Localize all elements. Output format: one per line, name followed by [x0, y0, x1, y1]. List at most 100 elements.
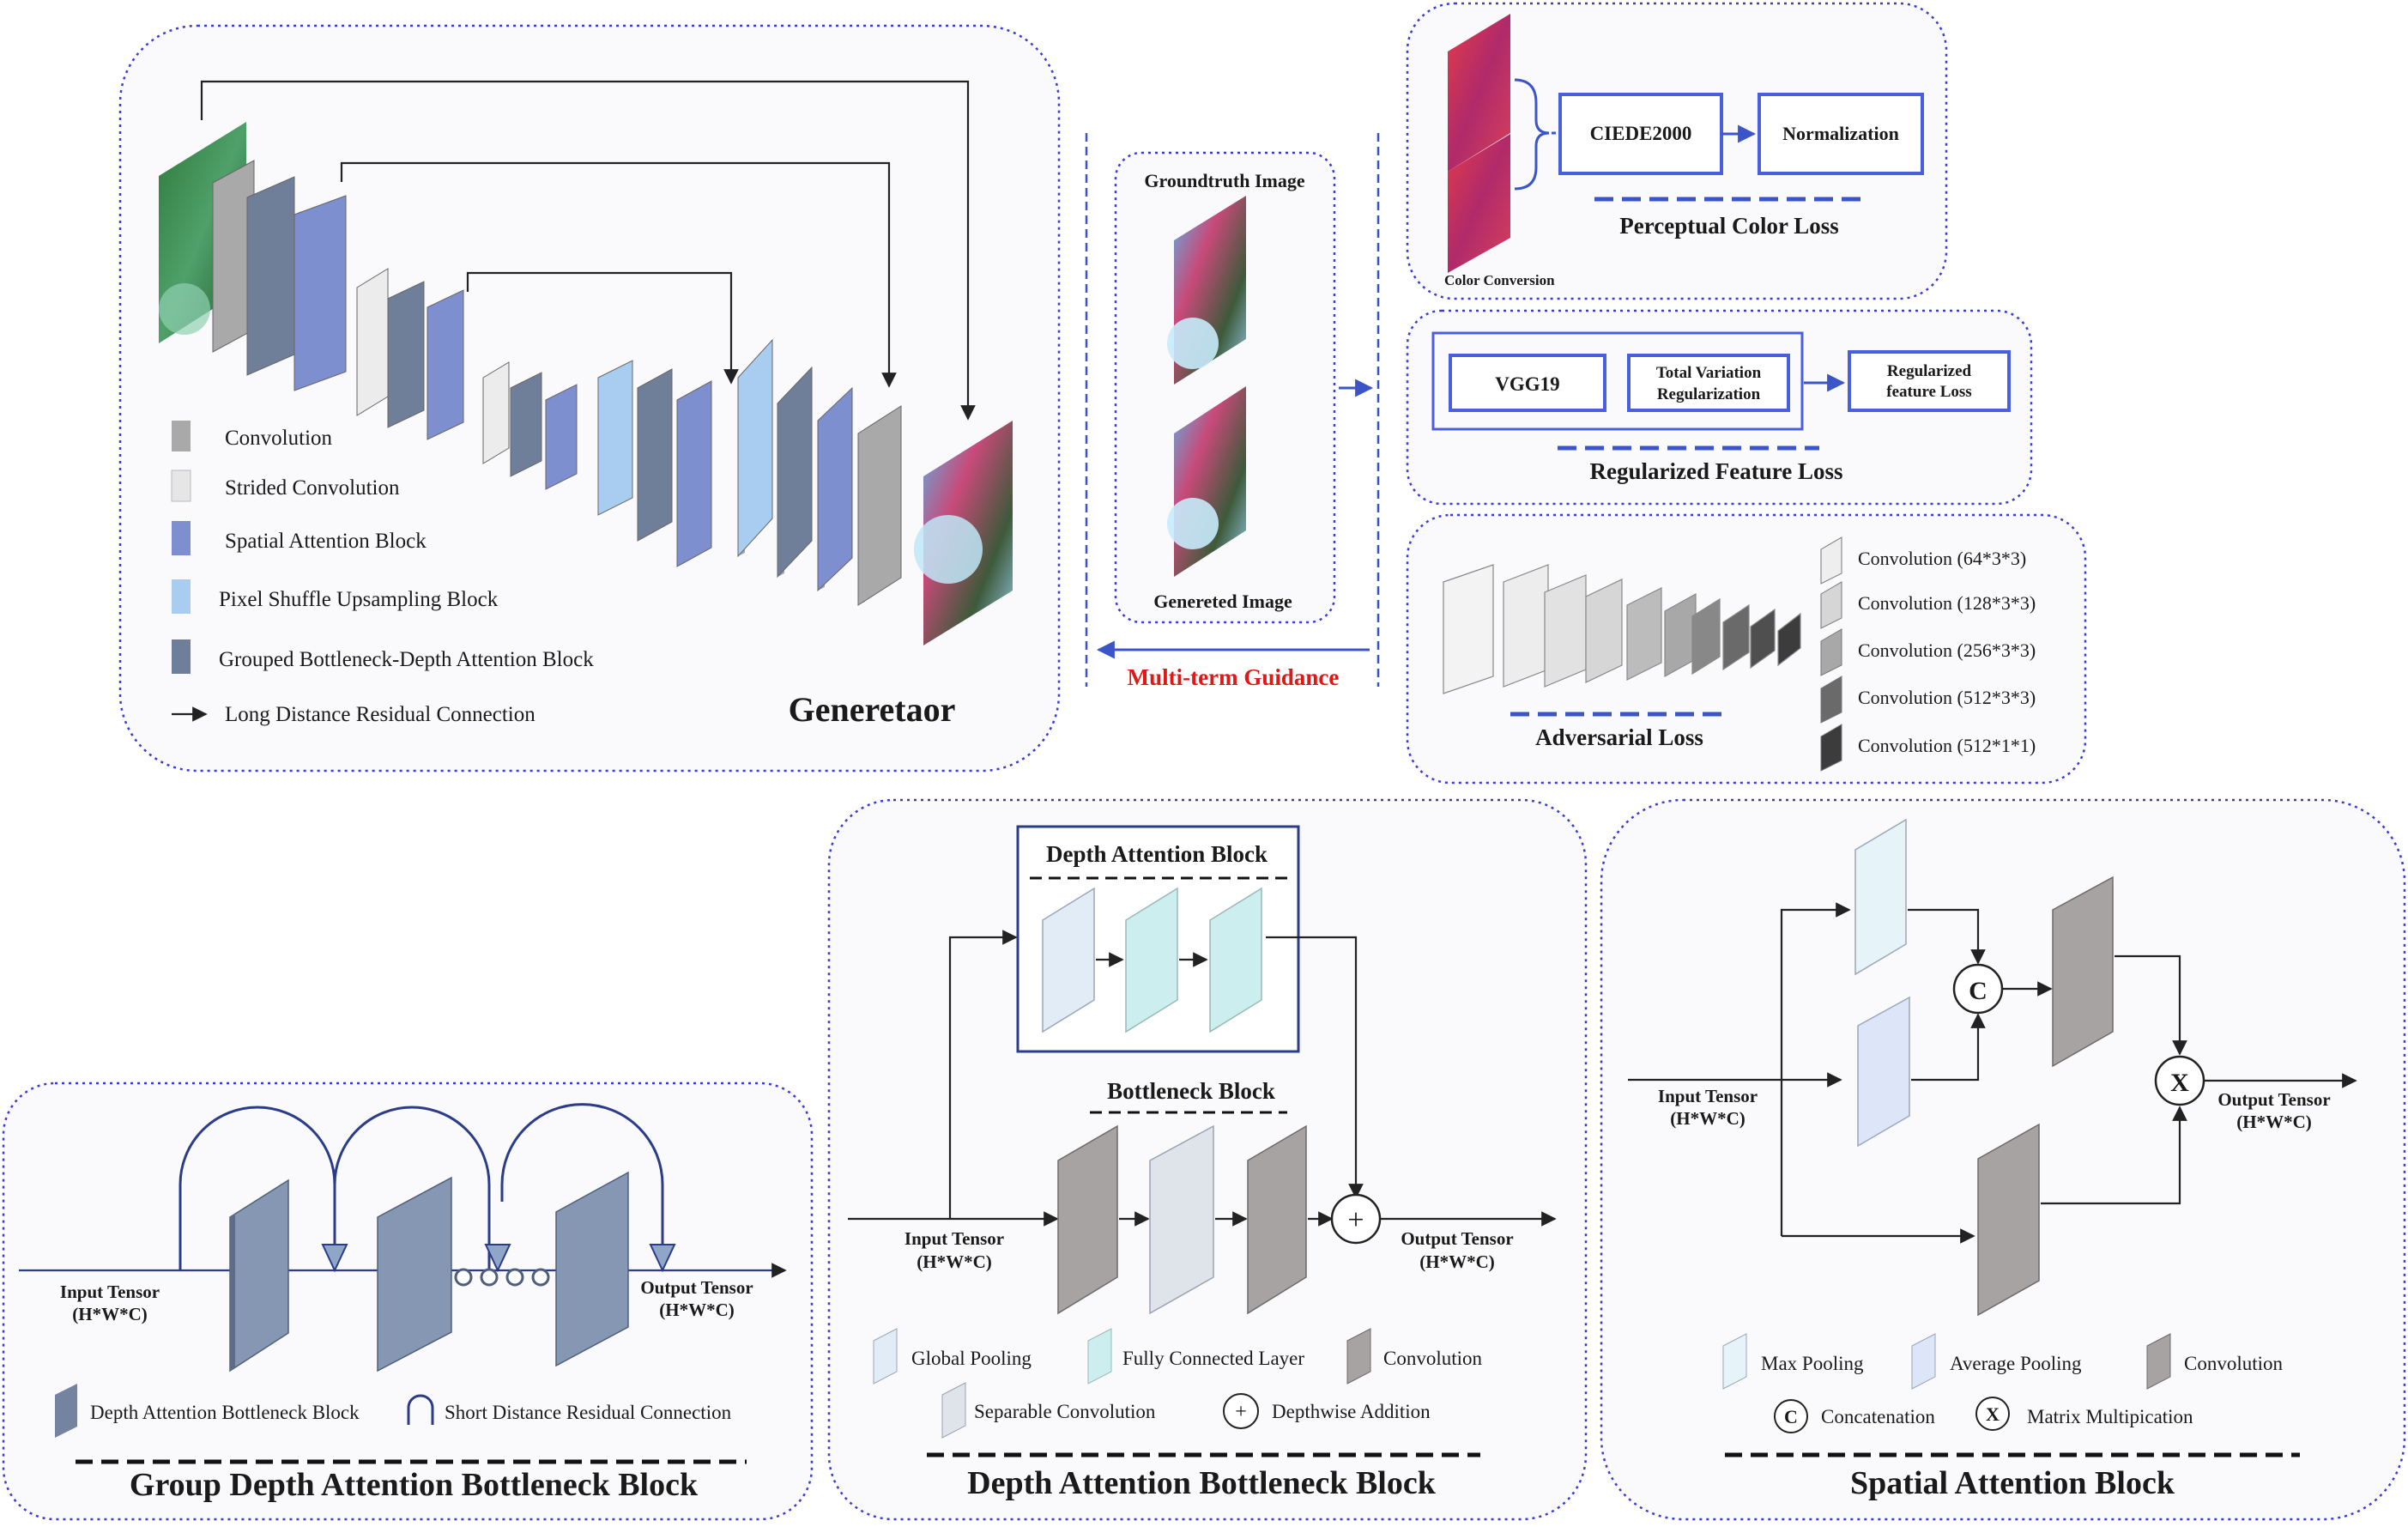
legend-swatch-average-pooling — [1911, 1333, 1936, 1390]
bottleneck-conv-1 — [1057, 1124, 1118, 1315]
adversarial-legend-label: Convolution (256*3*3) — [1858, 639, 2036, 661]
generated-image — [1167, 386, 1246, 577]
max-pooling-layer — [1854, 818, 1907, 976]
gdab-panel: Input Tensor (H*W*C) Output Tensor (H*W*… — [2, 1082, 814, 1521]
ellipsis-icon — [454, 1268, 550, 1287]
generator-block-grouped — [246, 176, 295, 376]
generator-blocks — [212, 160, 902, 606]
discriminator-layer — [1443, 564, 1494, 694]
gdab-block-1 — [229, 1179, 289, 1372]
dab-legend-separable: Separable Convolution — [974, 1401, 1156, 1422]
generator-block-grouped — [387, 281, 425, 428]
legend-swatch-max-pooling — [1722, 1333, 1747, 1390]
generated-label: Genereted Image — [1153, 591, 1292, 612]
regularized-title: Regularized Feature Loss — [1590, 458, 1843, 484]
residual-arc-2 — [333, 1106, 491, 1270]
regularized-box — [1848, 350, 2011, 412]
legend-convolution: Convolution — [225, 427, 333, 450]
adversarial-blocks — [1443, 564, 1801, 694]
discriminator-layer — [1722, 603, 1750, 671]
legend-pixel-shuffle: Pixel Shuffle Upsampling Block — [219, 588, 499, 611]
multiply-symbol: X — [2170, 1069, 2189, 1097]
adversarial-legend-swatch — [1820, 536, 1842, 585]
dab-legend-global-pooling: Global Pooling — [911, 1348, 1032, 1369]
depth-attention-label: Depth Attention Block — [1046, 841, 1268, 867]
ciede-label: CIEDE2000 — [1590, 123, 1692, 144]
perceptual-title: Perceptual Color Loss — [1619, 213, 1839, 239]
legend-long-distance: Long Distance Residual Connection — [225, 703, 535, 726]
gdab-legend-2: Short Distance Residual Connection — [445, 1402, 732, 1423]
concat-symbol: C — [1969, 977, 1988, 1005]
generator-block-grouped — [777, 366, 813, 579]
conv2-to-mult-line — [2041, 1106, 2187, 1205]
adversarial-legend-label: Convolution (128*3*3) — [1858, 592, 2036, 614]
max-to-concat-line — [1908, 908, 1986, 965]
legend-swatch-convolution — [172, 421, 191, 451]
bottleneck-label: Bottleneck Block — [1107, 1078, 1275, 1104]
dab-legend-depthwise: Depthwise Addition — [1272, 1401, 1431, 1422]
generator-legend: Convolution Strided Convolution Spatial … — [171, 421, 594, 726]
generator-block-strided — [482, 361, 510, 464]
dab-output-label-1: Output Tensor — [1401, 1228, 1513, 1249]
ciede-box — [1558, 93, 1723, 175]
dab-legend-convolution: Convolution — [1383, 1348, 1483, 1369]
discriminator-layer — [1503, 564, 1549, 688]
adversarial-title: Adversarial Loss — [1535, 724, 1703, 750]
generator-block-spatial — [676, 380, 712, 567]
output-image — [914, 421, 1013, 645]
legend-concat-symbol: C — [1784, 1406, 1798, 1427]
sab-input-label-2: (H*W*C) — [1670, 1108, 1745, 1129]
fc-layer-1 — [1125, 887, 1178, 1033]
arrowhead-icon — [321, 1244, 348, 1273]
generator-panel: Convolution Strided Convolution Spatial … — [118, 24, 1061, 773]
sab-legend-convolution: Convolution — [2184, 1353, 2284, 1374]
legend-spatial-attention: Spatial Attention Block — [225, 530, 427, 553]
add-symbol: + — [1347, 1204, 1364, 1236]
sab-title: Spatial Attention Block — [1850, 1465, 2175, 1501]
legend-add-symbol: + — [1235, 1401, 1247, 1423]
legend-swatch-conv — [2146, 1333, 2171, 1390]
generator-block-spatial — [293, 195, 347, 391]
legend-swatch-grouped — [172, 639, 191, 674]
adversarial-loss-panel: Adversarial Loss Convolution (64*3*3)Con… — [1406, 513, 2087, 785]
sab-output-label-1: Output Tensor — [2217, 1089, 2330, 1110]
dab-output-label-2: (H*W*C) — [1419, 1251, 1495, 1272]
sab-branch-top — [1780, 902, 1851, 1236]
generator-block-strided — [356, 268, 389, 416]
middle-section: Groundtruth Image Genereted Image Multi-… — [1085, 133, 1380, 690]
discriminator-layer — [1544, 574, 1587, 688]
sab-output-label-2: (H*W*C) — [2236, 1112, 2312, 1132]
generator-block-pixel — [737, 338, 773, 558]
tv-box — [1627, 354, 1790, 412]
global-pooling-layer — [1042, 887, 1095, 1033]
regularized-label-2: feature Loss — [1886, 383, 1971, 401]
groundtruth-label: Groundtruth Image — [1144, 170, 1304, 191]
adversarial-legend-swatch — [1820, 676, 1842, 724]
legend-swatch-pixel-shuffle — [172, 579, 191, 614]
generator-block-spatial — [817, 386, 853, 592]
tv-label-1: Total Variation — [1656, 364, 1762, 382]
legend-multiply-icon — [1975, 1397, 2010, 1431]
conv-to-mult-line — [2115, 954, 2187, 1056]
residual-arc-1 — [178, 1106, 336, 1270]
dab-input-label-2: (H*W*C) — [917, 1251, 992, 1272]
gdab-block-2 — [377, 1176, 452, 1372]
vgg-box — [1449, 354, 1606, 412]
fc-layer-2 — [1209, 887, 1262, 1033]
adversarial-legend-swatch — [1820, 724, 1842, 772]
perceptual-loss-panel: Color Conversion CIEDE2000 Normalization… — [1406, 2, 1948, 300]
short-residual-icon — [407, 1394, 434, 1425]
vgg-label: VGG19 — [1495, 373, 1559, 395]
dab-legend-fully-connected: Fully Connected Layer — [1122, 1348, 1304, 1369]
adversarial-legend-swatch — [1820, 628, 1842, 676]
sab-conv-1 — [2052, 876, 2114, 1068]
color-image-bottom — [1448, 134, 1510, 273]
discriminator-layer — [1626, 587, 1662, 681]
adversarial-legend: Convolution (64*3*3)Convolution (128*3*3… — [1820, 536, 2036, 772]
legend-strided-convolution: Strided Convolution — [225, 476, 400, 500]
discriminator-layer — [1750, 608, 1776, 670]
dab-input-label-1: Input Tensor — [905, 1228, 1004, 1249]
sab-legend-matrix: Matrix Multipication — [2027, 1406, 2193, 1427]
legend-grouped-bottleneck: Grouped Bottleneck-Depth Attention Block — [219, 648, 594, 671]
legend-swatch-dab — [55, 1384, 77, 1438]
